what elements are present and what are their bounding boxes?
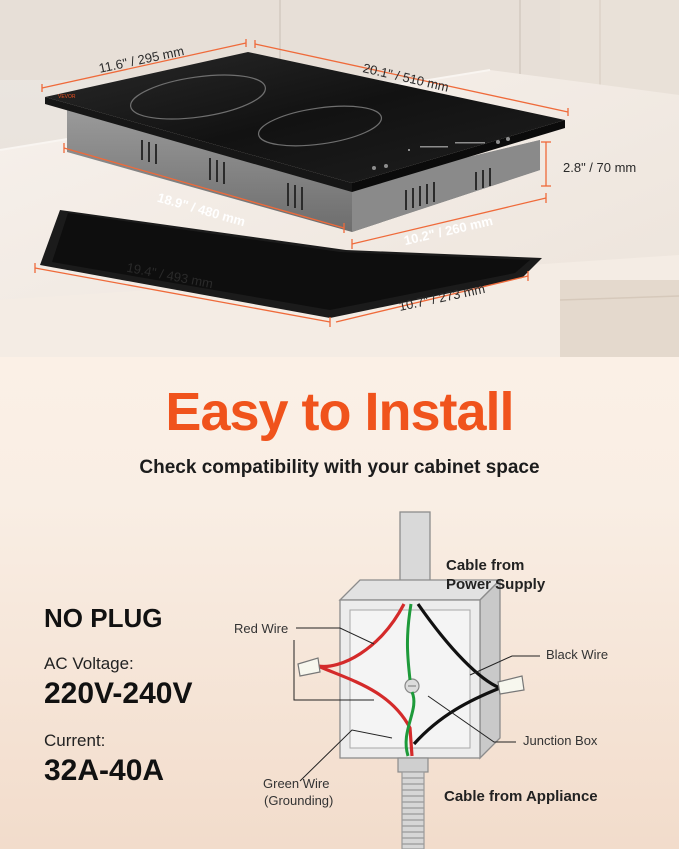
burner-left (130, 74, 266, 120)
subheadline: Check compatibility with your cabinet sp… (139, 457, 540, 478)
grounding-label: (Grounding) (264, 793, 334, 808)
leader-lines (293, 627, 540, 782)
cable-appliance-label: Cable from Appliance (444, 788, 598, 805)
wire-nut-right-icon (497, 675, 525, 695)
green-wire-appliance (404, 691, 416, 757)
green-wire-supply (405, 603, 413, 681)
current-value: 32A-40A (44, 754, 165, 787)
headline: Easy to Install (165, 382, 514, 442)
svg-text:VEVOR: VEVOR (58, 94, 76, 100)
no-plug-label: NO PLUG (44, 603, 163, 633)
product-dimension-scene: VEVOR 11.6" / 295 mm 20.1" / 510 mm (0, 0, 679, 357)
glass-top (45, 52, 565, 183)
dimension-lines (34, 39, 569, 327)
appliance-conduit (401, 771, 425, 849)
black-wire-label: Black Wire (546, 647, 609, 662)
dimension-height: 2.8" / 70 mm (563, 160, 637, 175)
cooktop-illustration: VEVOR (0, 0, 679, 357)
current-label: Current: (44, 731, 106, 750)
voltage-value: 220V-240V (44, 677, 193, 710)
green-wire-label: Green Wire (263, 776, 330, 791)
wire-nut-left-icon (297, 657, 321, 677)
black-wire-appliance (412, 686, 501, 746)
burner-right (257, 105, 383, 147)
black-wire-supply (416, 603, 501, 690)
wiring-diagram (293, 511, 540, 849)
red-wire-label: Red Wire (234, 621, 289, 636)
voltage-label: AC Voltage: (44, 654, 134, 673)
red-wire-supply (317, 603, 406, 669)
junction-box-label: Junction Box (523, 733, 598, 748)
